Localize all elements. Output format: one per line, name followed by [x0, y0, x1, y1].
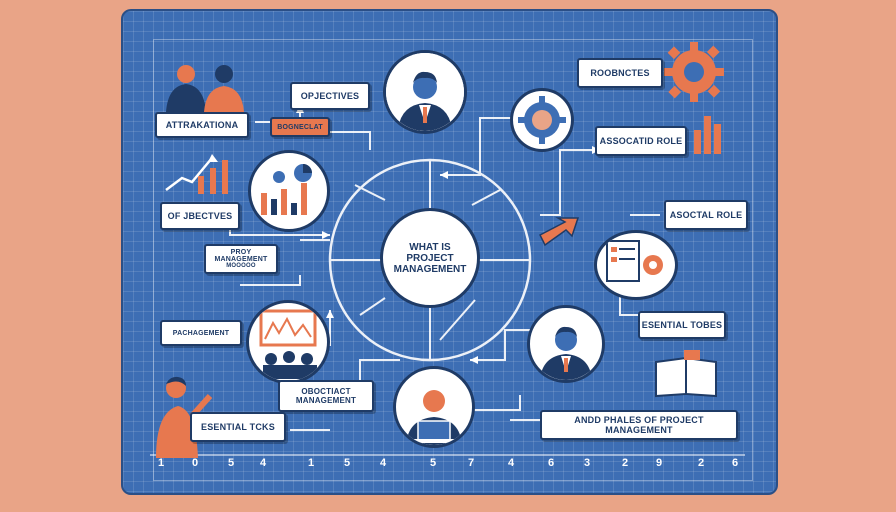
label-asocial-role: ASOCTAL ROLE	[664, 200, 748, 230]
tick-label: 5	[344, 457, 351, 469]
label-attractions: ATTRAKATIONA	[155, 112, 249, 138]
documents-circle	[594, 230, 678, 300]
tick-label: 2	[698, 457, 705, 469]
tick-label: 6	[732, 457, 739, 469]
label-proy-sub: MOOOOO	[226, 263, 256, 269]
label-project-management-bottom: OBOCTIACT MANAGEMENT	[278, 380, 374, 412]
team-people-icon	[166, 65, 244, 112]
label-associated-role: ASSOCATID ROLE	[595, 126, 687, 156]
gear-icon	[518, 96, 566, 144]
businessman-icon	[386, 53, 464, 131]
label-proy-management: PROY MANAGEMENT MOOOOO	[204, 244, 278, 274]
tick-label: 2	[622, 457, 629, 469]
label-essential-tcks: ESENTIAL TCKS	[190, 412, 286, 442]
tick-label: 0	[192, 457, 199, 469]
bar-chart-icon	[261, 164, 312, 215]
growth-chart-icon	[165, 154, 228, 194]
book-icon	[655, 350, 717, 398]
tick-label: 4	[260, 457, 267, 469]
label-phases: ANDD PHALES OF PROJECT MANAGEMENT	[540, 410, 738, 440]
presentation-icon	[259, 309, 317, 379]
grid-frame	[153, 39, 753, 481]
laptop-worker-circle	[393, 366, 475, 448]
tick-label: 5	[430, 457, 437, 469]
gear-circle	[510, 88, 574, 152]
label-pachagement: PACHAGEMENT	[160, 320, 242, 346]
center-topic-circle: WHAT IS PROJECT MANAGEMENT	[380, 208, 480, 308]
center-line-2: PROJECT	[406, 252, 454, 264]
tick-label: 4	[508, 457, 515, 469]
tick-label: 7	[468, 457, 475, 469]
tick-label: 9	[656, 457, 663, 469]
tick-label: 5	[228, 457, 235, 469]
scale-ticks: 1 0 5 4 1 5 4 5 7 4 6 3 2 9 2 6	[150, 457, 750, 477]
businessman-icon	[540, 326, 592, 380]
presentation-circle	[246, 300, 330, 384]
label-objectives-top: OPJECTIVES	[290, 82, 370, 110]
document-icon	[606, 240, 663, 282]
tick-label: 3	[584, 457, 591, 469]
label-proy-main: PROY MANAGEMENT	[214, 249, 268, 263]
gear-icon	[664, 42, 724, 102]
tick-label: 1	[158, 457, 165, 469]
label-roobnctes: ROOBNCTES	[577, 58, 663, 88]
team-member-circle	[527, 305, 605, 383]
analytics-circle	[248, 150, 330, 232]
bar-chart-icon	[694, 116, 721, 154]
label-objectives-left: OF JBECTVES	[160, 202, 240, 230]
center-line-1: WHAT IS	[409, 241, 451, 253]
label-tag-small: BOGNECLAT	[270, 117, 330, 137]
tick-label: 1	[308, 457, 315, 469]
center-line-3: MANAGEMENT	[393, 263, 467, 275]
laptop-user-icon	[406, 390, 462, 445]
label-essential-tobes: ESENTIAL TOBES	[638, 311, 726, 339]
tick-label: 4	[380, 457, 387, 469]
tick-label: 6	[548, 457, 555, 469]
manager-portrait-circle	[383, 50, 467, 134]
